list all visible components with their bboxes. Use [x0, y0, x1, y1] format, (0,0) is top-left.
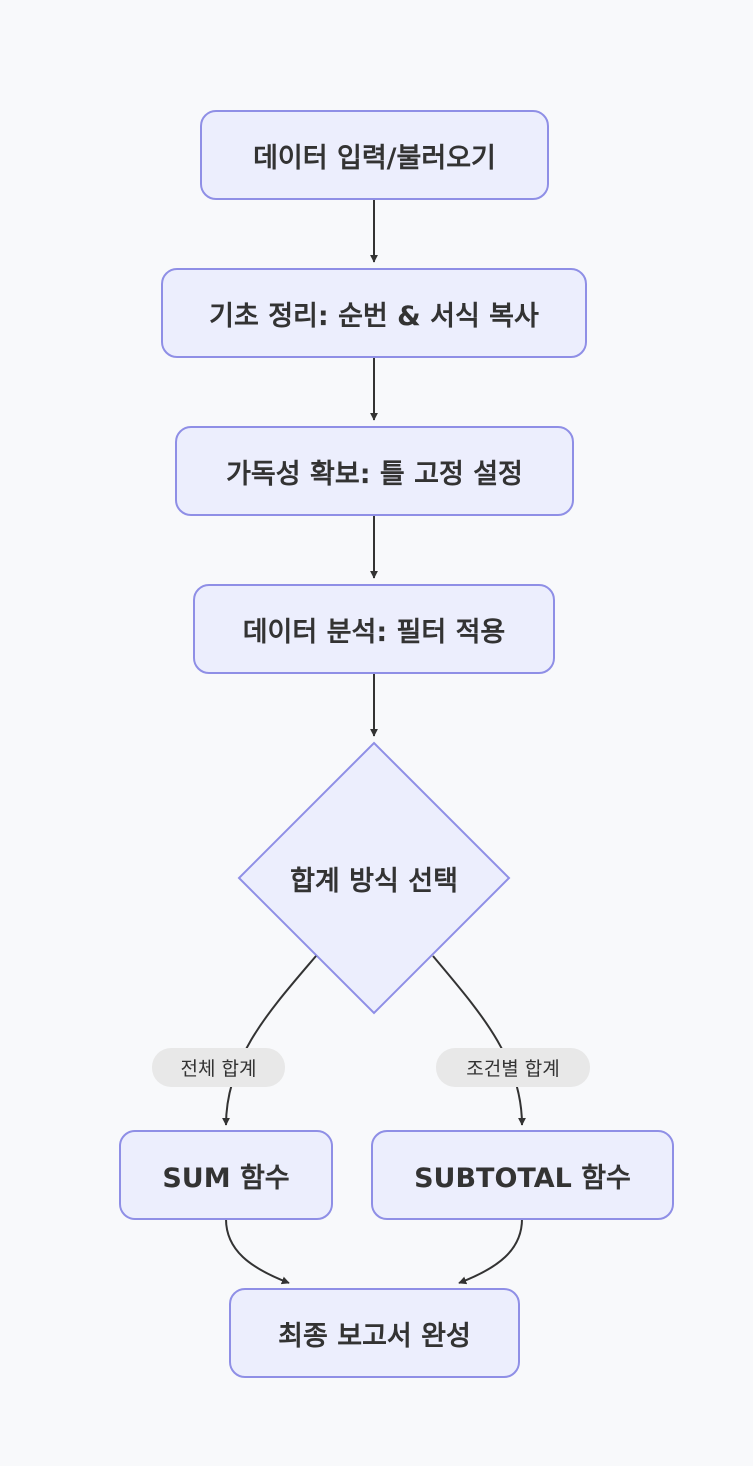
edge-label-total-sum: 전체 합계	[152, 1048, 285, 1087]
node-data-analysis: 데이터 분석: 필터 적용	[193, 584, 555, 674]
node-readability: 가독성 확보: 틀 고정 설정	[175, 426, 574, 516]
node-basic-cleanup: 기초 정리: 순번 & 서식 복사	[161, 268, 587, 358]
node-final-report: 최종 보고서 완성	[229, 1288, 520, 1378]
edge-decision-to-subtotal	[432, 955, 526, 1126]
edge-label-conditional-sum: 조건별 합계	[436, 1048, 590, 1087]
node-subtotal-function: SUBTOTAL 함수	[371, 1130, 674, 1220]
decision-diamond	[237, 741, 511, 1015]
edge-sum-to-final	[225, 1218, 290, 1285]
node-data-input: 데이터 입력/불러오기	[200, 110, 549, 200]
decision-label: 합계 방식 선택	[290, 865, 458, 897]
edge-decision-to-sum	[222, 955, 317, 1126]
node-sum-function: SUM 함수	[119, 1130, 333, 1220]
edge-subtotal-to-final	[458, 1218, 523, 1285]
